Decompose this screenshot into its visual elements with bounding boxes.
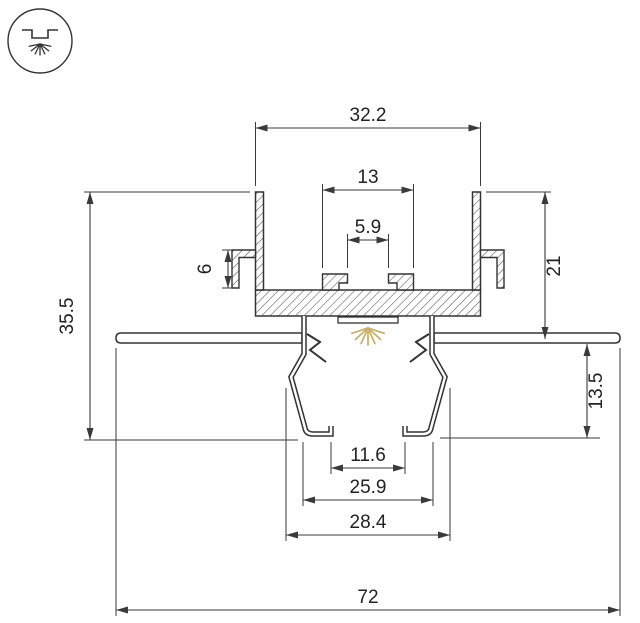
light-rays [350, 327, 386, 346]
mounting-tab-right [387, 273, 415, 291]
dimension-overall-height: 35.5 [57, 191, 298, 441]
profile-cross-section [115, 191, 621, 437]
dimension-bottom-outer-width: 28.4 [285, 388, 451, 541]
recessed-downlight-icon [7, 8, 73, 74]
spring-clip-left [306, 333, 327, 363]
dim-label-slot-outer: 13 [357, 167, 378, 188]
dimension-hook-height: 6 [195, 249, 232, 289]
dim-label-bottom-body-width: 25.9 [350, 477, 387, 498]
dimension-slot-outer: 13 [322, 167, 414, 268]
diffuser-chamber [288, 316, 448, 437]
dimension-bottom-body-width: 25.9 [302, 442, 434, 506]
dimension-overall-width: 72 [115, 348, 621, 616]
dimension-lower-right-height: 13.5 [440, 344, 607, 439]
clip-hook-left [231, 249, 257, 289]
dim-label-upper-right-height: 21 [544, 255, 565, 276]
spring-clip-right [409, 333, 430, 363]
dim-label-overall-height: 35.5 [57, 298, 78, 335]
mounting-tab-left [321, 273, 349, 291]
dimension-slot-inner: 5.9 [347, 217, 389, 268]
side-wall-right [471, 191, 482, 291]
clip-hook-right [479, 249, 505, 289]
dim-label-top-width: 32.2 [350, 105, 387, 126]
side-wall-left [254, 191, 265, 291]
dimension-upper-right-height: 21 [486, 191, 565, 339]
led-strip [337, 316, 399, 324]
dimension-bottom-opening: 11.6 [330, 442, 406, 474]
dim-label-hook-height: 6 [195, 264, 216, 275]
flange-right [433, 332, 621, 344]
dim-label-slot-inner: 5.9 [355, 217, 381, 238]
dim-label-lower-right-height: 13.5 [586, 373, 607, 410]
main-body [254, 289, 482, 317]
dim-label-bottom-outer-width: 28.4 [350, 512, 387, 533]
dim-label-bottom-opening: 11.6 [350, 445, 386, 466]
icon-light-rays [28, 43, 52, 56]
dim-label-overall-width: 72 [357, 587, 378, 608]
icon-fixture-shape [22, 29, 58, 39]
flange-left [115, 332, 303, 344]
dimension-top-width: 32.2 [255, 105, 481, 186]
